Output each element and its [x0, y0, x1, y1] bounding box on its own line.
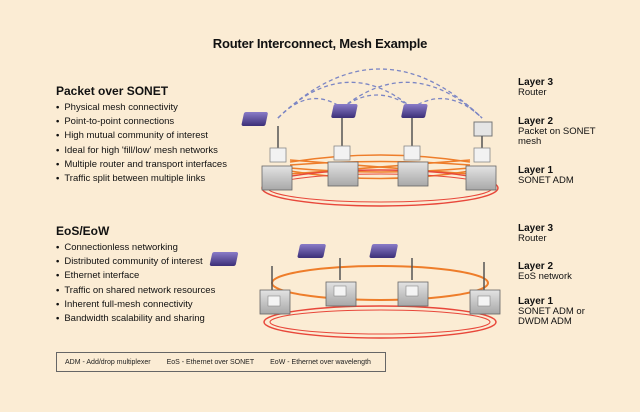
bottom-adm-ring-inner	[269, 309, 491, 335]
top-section-heading: Packet over SONET	[56, 84, 169, 98]
legend-eow: EoW - Ethernet over wavelength	[270, 358, 371, 366]
bottom-layer3-sub: Router	[518, 233, 547, 244]
legend-eos: EoS - Ethernet over SONET	[166, 358, 255, 366]
bottom-bullet: Distributed community of interest	[56, 255, 215, 269]
top-bullet: Ideal for high 'fill/low' mesh networks	[56, 144, 227, 158]
diagram-title: Router Interconnect, Mesh Example	[212, 36, 428, 51]
top-layer2-sub1: Packet on SONET	[518, 126, 596, 137]
bottom-layer2-sub: EoS network	[518, 271, 572, 282]
bottom-eos-ring	[271, 265, 489, 301]
top-layer1-head: Layer 1	[518, 165, 554, 176]
bottom-layer2-head: Layer 2	[518, 261, 554, 272]
bottom-layer3-head: Layer 3	[518, 223, 554, 234]
top-bullet-list: Physical mesh connectivity Point-to-poin…	[56, 101, 227, 186]
top-layer3-label: Layer 3 Router	[518, 78, 553, 98]
top-bullet: High mutual community of interest	[56, 129, 227, 143]
top-layer2-sub2: mesh	[518, 136, 542, 147]
bottom-layer1-sub2: DWDM ADM	[518, 316, 572, 327]
top-layer3-head: Layer 3	[518, 77, 554, 88]
top-layer2-label: Layer 2 Packet on SONET mesh	[518, 117, 596, 147]
top-layer1-label: Layer 1 SONET ADM	[518, 166, 574, 186]
bottom-adm-boxes	[259, 281, 501, 315]
bottom-adm-inner	[267, 285, 491, 307]
top-bullet: Multiple router and transport interfaces	[56, 158, 227, 172]
bottom-bullet: Inherent full-mesh connectivity	[56, 298, 215, 312]
top-bullet: Point-to-point connections	[56, 115, 227, 129]
abbreviation-legend: ADM - Add/drop multiplexer EoS - Etherne…	[56, 352, 386, 372]
bottom-bullet-list: Connectionless networking Distributed co…	[56, 241, 215, 326]
bottom-router-2	[297, 244, 341, 280]
top-layer2-head: Layer 2	[518, 116, 554, 127]
top-bullet: Traffic split between multiple links	[56, 172, 227, 186]
bottom-bullet: Traffic on shared network resources	[56, 284, 215, 298]
bottom-layer2-label: Layer 2 EoS network	[518, 262, 572, 282]
bottom-layer3-label: Layer 3 Router	[518, 224, 553, 244]
top-orange-mesh	[289, 154, 471, 180]
top-bullet: Physical mesh connectivity	[56, 101, 227, 115]
bottom-bullet: Bandwidth scalability and sharing	[56, 312, 215, 326]
bottom-layer1-head: Layer 1	[518, 296, 554, 307]
bottom-section-heading: EoS/EoW	[56, 224, 110, 238]
top-router-4	[473, 121, 493, 155]
top-layer3-sub: Router	[518, 87, 547, 98]
top-adm-boxes	[261, 161, 497, 191]
legend-adm: ADM - Add/drop multiplexer	[65, 358, 151, 366]
top-sonet-ring	[261, 169, 499, 207]
top-interface-stacks	[269, 145, 491, 163]
bottom-router-1	[209, 252, 273, 292]
bottom-layer1-sub1: SONET ADM or	[518, 306, 585, 317]
top-dashed-mesh	[277, 68, 483, 119]
bottom-bullet: Ethernet interface	[56, 269, 215, 283]
bottom-router-3	[369, 244, 413, 280]
bottom-bullet: Connectionless networking	[56, 241, 215, 255]
top-layer1-sub: SONET ADM	[518, 175, 574, 186]
bottom-layer1-label: Layer 1 SONET ADM or DWDM ADM	[518, 297, 585, 327]
bottom-adm-ring	[263, 305, 497, 339]
